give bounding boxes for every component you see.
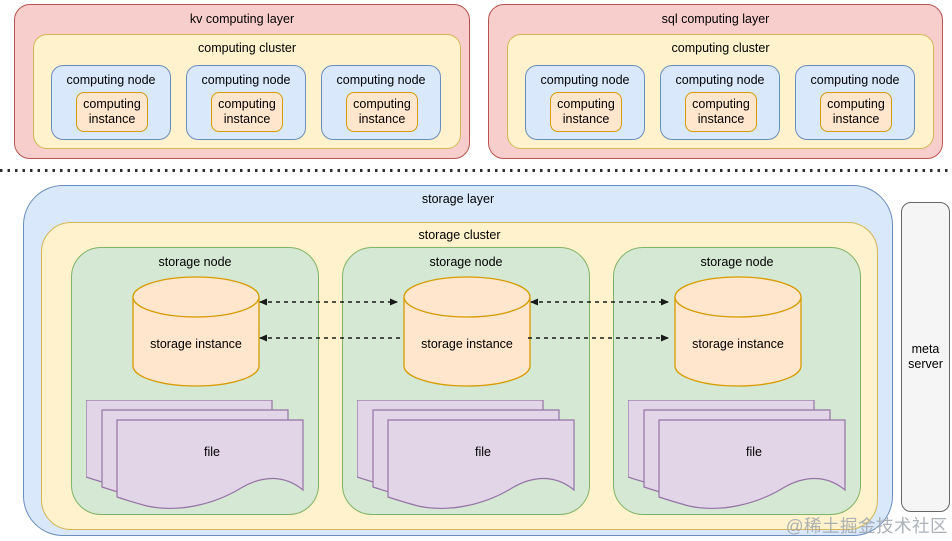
storage-layer: storage layer storage cluster storage no… [23,185,893,536]
computing-node-title: computing node [675,73,765,87]
computing-node: computing node computing instance [525,65,645,140]
storage-instance-cylinder-icon: storage instance [403,276,531,387]
computing-instance: computing instance [211,92,283,132]
computing-instance-label: computing instance [692,97,750,126]
storage-cluster-title: storage cluster [418,228,501,242]
watermark: @稀土掘金技术社区 [785,516,948,536]
storage-cluster: storage cluster storage node storage ins… [41,222,878,530]
file-stack-icon: file [628,400,846,509]
computing-instance-label: computing instance [557,97,615,126]
meta-server: meta server [901,202,950,512]
storage-layer-title: storage layer [421,192,495,206]
storage-instance-label: storage instance [150,337,242,351]
kv-computing-layer-title: kv computing layer [189,12,295,26]
layer-separator-dotted-line [0,169,952,172]
storage-node: storage node storage instance file [613,247,861,515]
file-stack-icon: file [357,400,575,509]
file-stack-icon: file [86,400,304,509]
computing-instance-label: computing instance [353,97,411,126]
computing-instance: computing instance [76,92,148,132]
storage-node-title: storage node [700,255,774,269]
sql-computing-layer-title: sql computing layer [661,12,770,26]
storage-nodes-row: storage node storage instance file [71,247,861,515]
storage-instance-cylinder-icon: storage instance [132,276,260,387]
computing-cluster: computing cluster computing node computi… [507,34,934,149]
meta-server-label: meta server [908,342,943,371]
computing-instance: computing instance [685,92,757,132]
computing-node: computing node computing instance [321,65,441,140]
storage-instance-cylinder-icon: storage instance [674,276,802,387]
file-label: file [746,445,762,459]
computing-instance-label: computing instance [218,97,276,126]
storage-instance-label: storage instance [692,337,784,351]
computing-instance: computing instance [550,92,622,132]
storage-node: storage node storage instance file [342,247,590,515]
computing-nodes-row: computing node computing instance comput… [51,65,441,140]
computing-instance-label: computing instance [827,97,885,126]
computing-cluster-title: computing cluster [198,41,296,55]
computing-instance: computing instance [820,92,892,132]
kv-computing-layer: kv computing layer computing cluster com… [14,4,470,159]
computing-node-title: computing node [66,73,156,87]
sql-computing-layer: sql computing layer computing cluster co… [488,4,943,159]
computing-node: computing node computing instance [186,65,306,140]
computing-cluster-title: computing cluster [671,41,770,55]
computing-instance-label: computing instance [83,97,141,126]
computing-cluster: computing cluster computing node computi… [33,34,461,149]
computing-node-title: computing node [540,73,630,87]
computing-node: computing node computing instance [795,65,915,140]
computing-instance: computing instance [346,92,418,132]
computing-nodes-row: computing node computing instance comput… [525,65,915,140]
file-label: file [475,445,491,459]
computing-node: computing node computing instance [660,65,780,140]
storage-node-title: storage node [429,255,503,269]
storage-node-title: storage node [158,255,232,269]
file-label: file [204,445,220,459]
storage-instance-label: storage instance [421,337,513,351]
computing-node-title: computing node [336,73,426,87]
storage-node: storage node storage instance file [71,247,319,515]
computing-node-title: computing node [201,73,291,87]
computing-node: computing node computing instance [51,65,171,140]
computing-node-title: computing node [810,73,900,87]
